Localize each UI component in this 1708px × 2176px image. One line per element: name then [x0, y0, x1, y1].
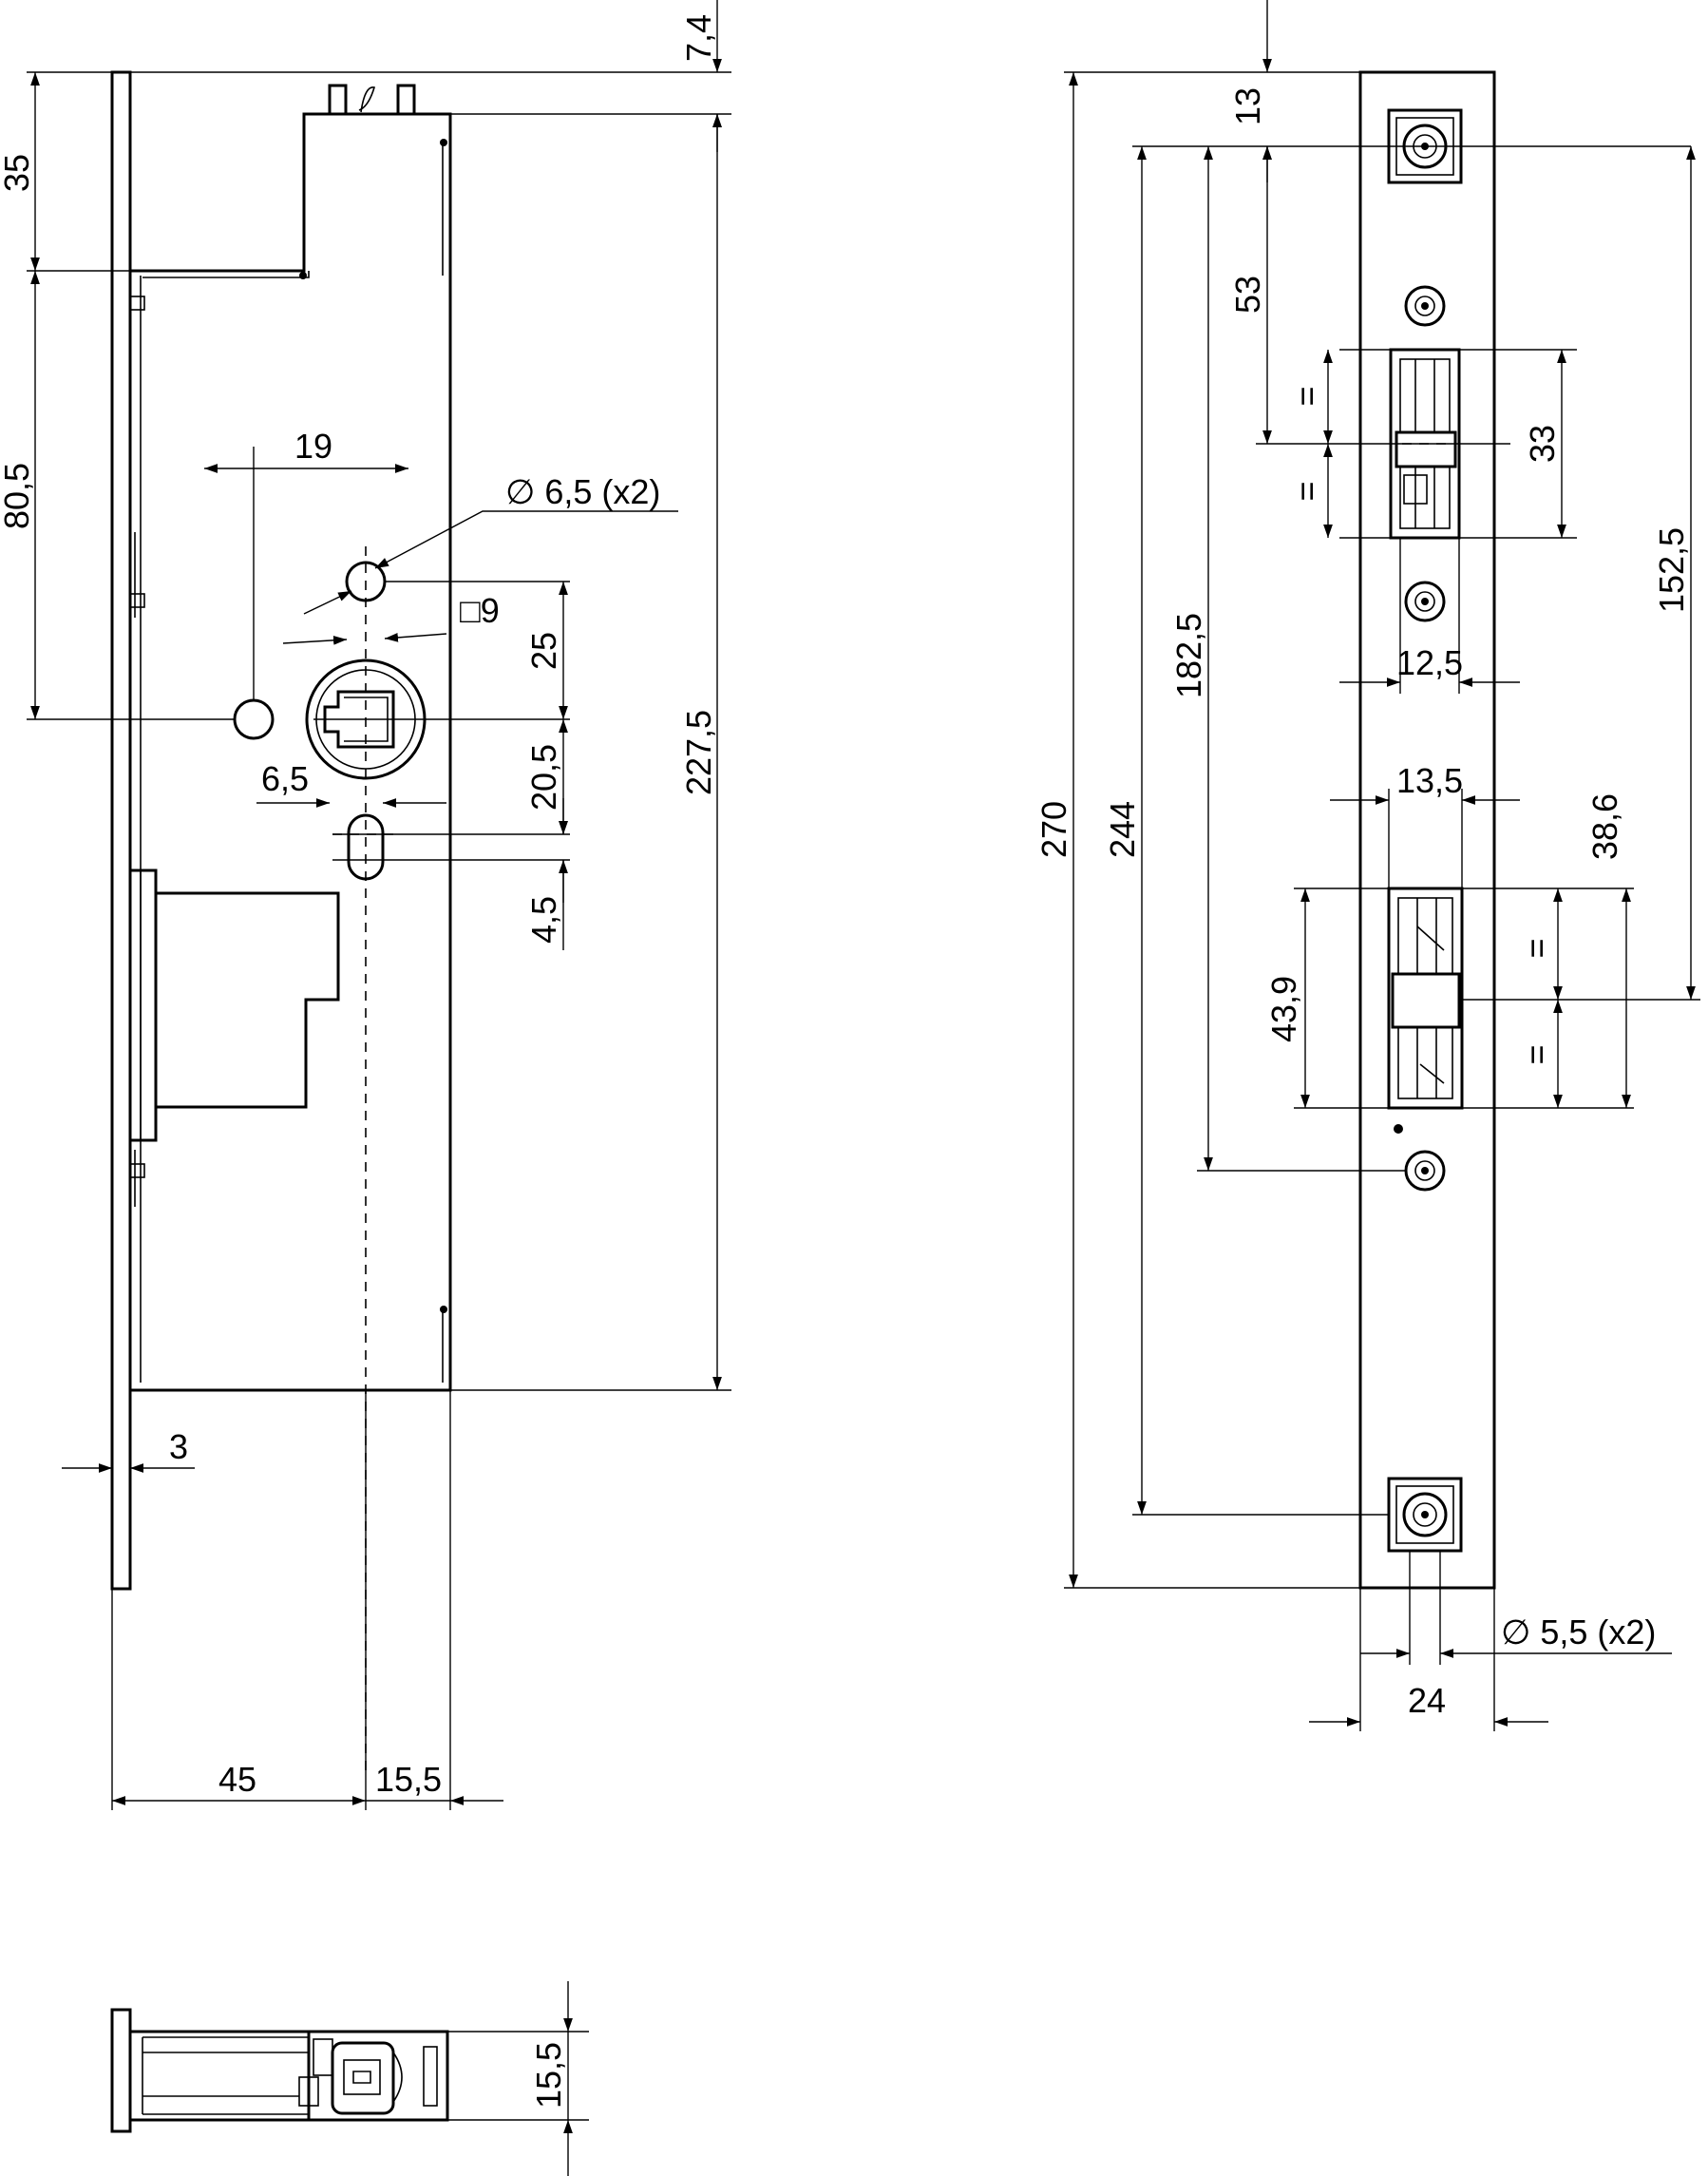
dim-top-offset: 7,4 — [679, 14, 718, 62]
lock-case — [130, 112, 452, 1392]
dim-latch-width: 12,5 — [1396, 643, 1463, 682]
right-view: 13 53 = = 33 12,5 13,5 38,6 43,9 = = 270… — [1034, 0, 1700, 1731]
dim-deadbolt-width: 13,5 — [1396, 761, 1463, 800]
dim-square: □9 — [460, 591, 500, 630]
dim-equal-4: = — [1517, 1044, 1556, 1064]
dim-slot: 4,5 — [524, 896, 563, 944]
dim-to-latch-center: 53 — [1228, 276, 1267, 314]
strike-faceplate — [1358, 70, 1496, 1590]
dim-overall-length: 270 — [1034, 801, 1073, 858]
dim-deadbolt-offset: 38,6 — [1585, 793, 1624, 860]
dim-hole-to-hole: 244 — [1103, 801, 1142, 858]
dim-latch-to-deadbolt: 152,5 — [1652, 527, 1691, 613]
dim-deadbolt-height: 43,9 — [1264, 976, 1303, 1042]
bottom-case — [128, 2030, 449, 2122]
dim-top-to-follower: 35 — [0, 154, 36, 192]
dim-top-to-first-hole: 13 — [1228, 87, 1267, 125]
dim-equal-1: = — [1287, 386, 1326, 406]
dim-faceplate-thickness: 3 — [169, 1427, 188, 1466]
dim-to-deadbolt: 182,5 — [1169, 613, 1208, 698]
left-view: 7,4 35 80,5 19 ∅ 6,5 (x2) □9 25 20,5 4,5… — [0, 0, 731, 1810]
dim-case-depth-right: 15,5 — [375, 1760, 442, 1799]
faceplate — [110, 70, 132, 1591]
dim-hole-spacing: 19 — [294, 427, 332, 466]
dim-follower-to-spindle: 80,5 — [0, 463, 36, 529]
dim-backset: 45 — [218, 1760, 256, 1799]
dim-spindle-up: 25 — [524, 632, 563, 670]
mounting-hole — [233, 698, 275, 740]
dim-case-height: 227,5 — [679, 710, 718, 795]
dim-screw-diameter: ∅ 5,5 (x2) — [1501, 1613, 1656, 1651]
dim-bottom-depth: 15,5 — [529, 2042, 568, 2109]
dim-latch-height: 33 — [1523, 425, 1562, 463]
dim-faceplate-width: 24 — [1408, 1681, 1446, 1720]
dim-hole-diameter: ∅ 6,5 (x2) — [505, 472, 660, 511]
dim-equal-2: = — [1287, 481, 1326, 501]
dim-spindle-down: 20,5 — [524, 744, 563, 811]
dim-hole-width: 6,5 — [261, 759, 309, 798]
deadbolt-block — [130, 868, 158, 1142]
dim-equal-3: = — [1517, 938, 1556, 958]
bottom-view: 15,5 — [110, 1981, 589, 2176]
